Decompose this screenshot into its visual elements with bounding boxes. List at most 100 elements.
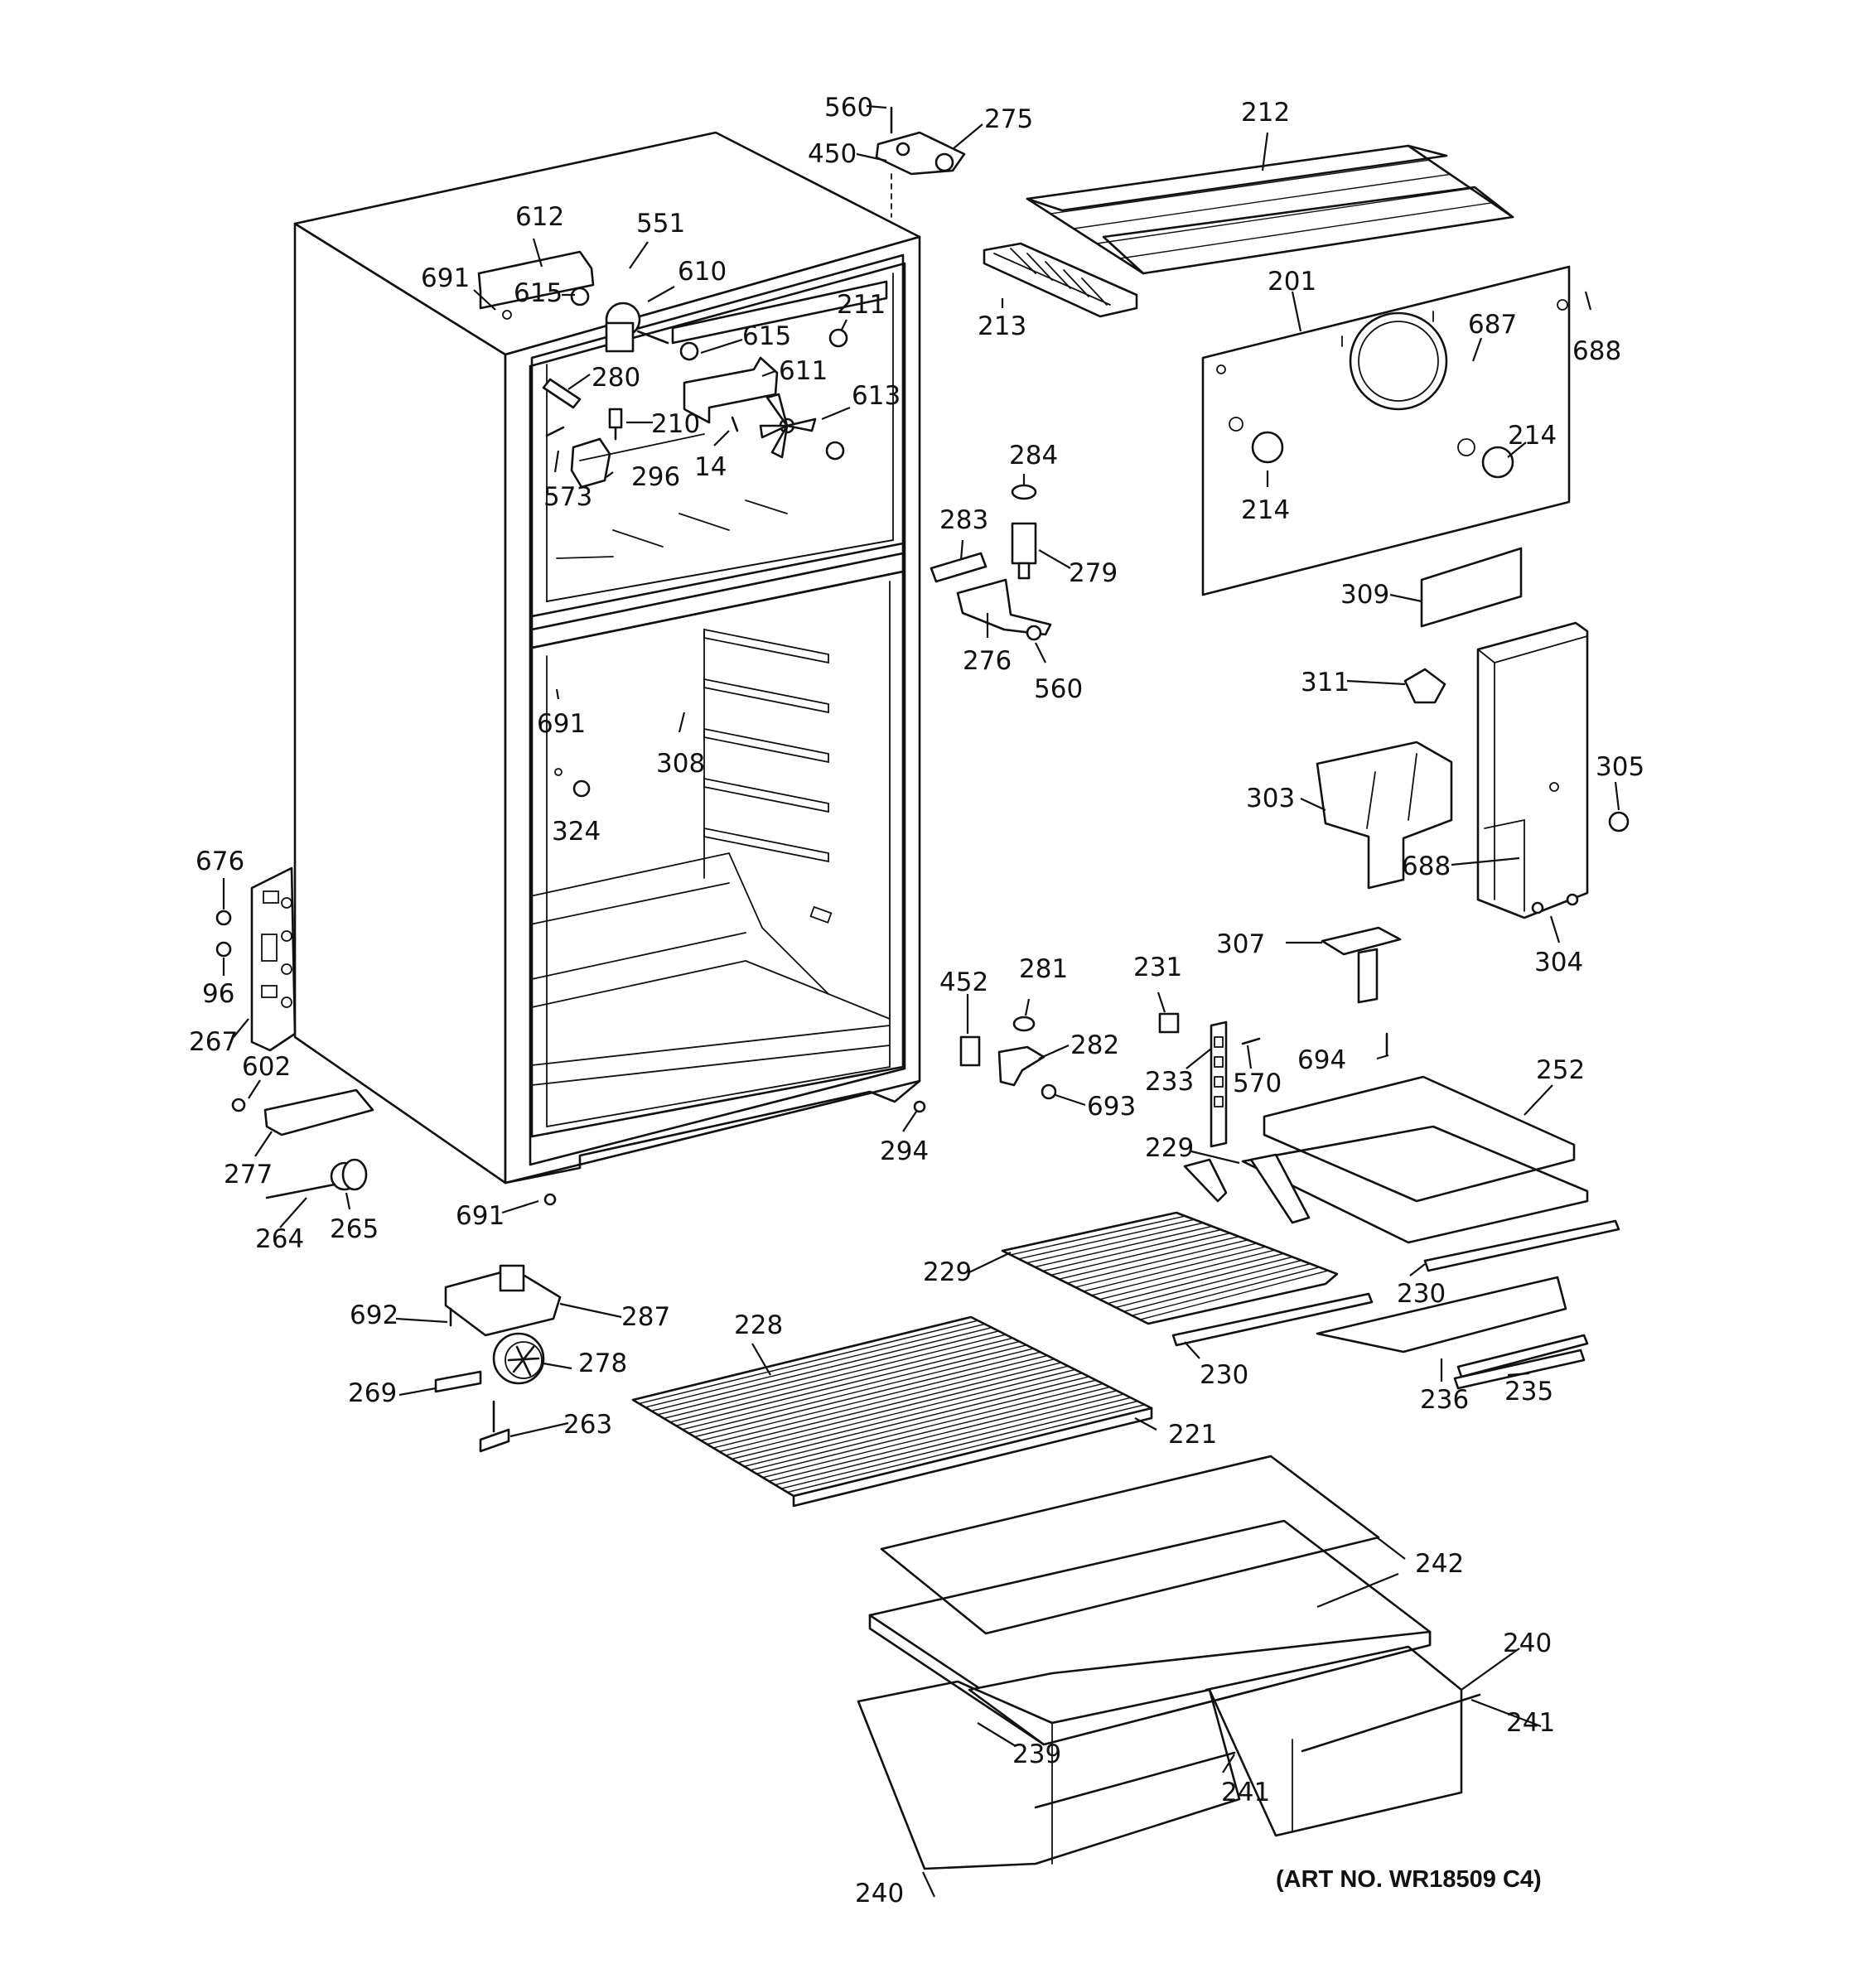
shelf-wire (1067, 1239, 1248, 1284)
clip-311 (1403, 668, 1446, 704)
shelf-rail-parts (1158, 1012, 1388, 1148)
shelf-wire (1091, 1249, 1275, 1296)
callout-228: 228 (734, 1310, 783, 1340)
damper-housing (1316, 741, 1453, 890)
callout-279: 279 (1069, 558, 1118, 588)
hinge-452-282 (913, 1016, 1057, 1113)
callout-676: 676 (196, 847, 244, 876)
callout-692: 692 (350, 1300, 398, 1330)
callout-612: 612 (515, 202, 564, 232)
callout-229-upper: 229 (1145, 1133, 1194, 1163)
callout-309: 309 (1340, 580, 1389, 610)
shelf-wire (1018, 1218, 1195, 1260)
callout-278: 278 (578, 1349, 627, 1378)
callout-265: 265 (330, 1214, 379, 1244)
shelf-wire (657, 1330, 999, 1416)
callout-450: 450 (808, 139, 857, 169)
callout-269: 269 (348, 1378, 397, 1408)
callout-212: 212 (1241, 98, 1290, 128)
shelf-wire (1107, 1256, 1293, 1305)
callout-570: 570 (1233, 1069, 1282, 1098)
callout-210: 210 (651, 409, 700, 439)
callout-452: 452 (939, 967, 988, 997)
cabinet (293, 131, 921, 1185)
shelf-wire (744, 1379, 1097, 1467)
callout-211: 211 (837, 290, 886, 320)
shelf-wire (651, 1327, 992, 1412)
shelf-wire (719, 1365, 1069, 1453)
callout-240-right: 240 (1503, 1629, 1552, 1658)
callout-560-top: 560 (824, 93, 873, 123)
callout-96: 96 (202, 979, 234, 1009)
callout-691-bottom: 691 (456, 1201, 505, 1231)
callout-236: 236 (1420, 1385, 1469, 1415)
freezer-wire-shelf (1026, 144, 1514, 275)
callout-687: 687 (1468, 310, 1517, 340)
glass-shelves-229 (1001, 1125, 1620, 1378)
shelf-wire (1083, 1246, 1266, 1292)
knob-305 (1608, 811, 1630, 832)
shelf-wire (639, 1320, 978, 1405)
callout-252: 252 (1536, 1055, 1585, 1085)
callout-280: 280 (592, 363, 640, 393)
callout-573: 573 (543, 482, 592, 512)
callout-240-left: 240 (855, 1879, 904, 1908)
shelf-wire (645, 1323, 985, 1408)
callout-214-left: 214 (1241, 495, 1290, 525)
callout-615-right: 615 (742, 321, 791, 351)
hinge-parts (930, 484, 1052, 641)
shelf-wire (676, 1340, 1020, 1426)
cover-plate (1420, 547, 1523, 628)
shelf-wire (1050, 1232, 1230, 1276)
callout-labels: 560 450 275 212 612 551 691 615 610 211 … (189, 93, 1644, 1908)
callout-235: 235 (1504, 1377, 1553, 1407)
callout-241-left: 241 (1221, 1778, 1270, 1807)
callout-691-mid: 691 (537, 709, 586, 739)
shelf-wire (775, 1397, 1132, 1486)
callout-231: 231 (1133, 953, 1182, 982)
callout-264: 264 (255, 1224, 304, 1254)
callout-281: 281 (1019, 954, 1068, 984)
shelf-wire (762, 1390, 1118, 1479)
shelf-wire (1140, 1270, 1329, 1320)
shelf-wire (732, 1373, 1083, 1460)
callout-294: 294 (880, 1136, 929, 1166)
shelf-wire (787, 1404, 1145, 1493)
callout-693: 693 (1087, 1092, 1136, 1122)
shelf-wire (1074, 1242, 1258, 1288)
callout-277: 277 (224, 1160, 273, 1189)
shelf-wire (780, 1400, 1138, 1489)
callout-230-lower: 230 (1200, 1360, 1248, 1390)
shelf-wire (756, 1386, 1110, 1474)
trim-235 (1453, 1349, 1586, 1390)
shelf-wire (694, 1351, 1041, 1438)
callout-201: 201 (1268, 267, 1316, 297)
callout-303: 303 (1246, 784, 1295, 813)
callout-242: 242 (1415, 1549, 1464, 1579)
callout-275: 275 (984, 104, 1033, 134)
shelf-wire (1073, 173, 1451, 229)
shelf-wire (712, 1362, 1062, 1449)
shelf-wire (1096, 187, 1471, 244)
shelf-wire (737, 1376, 1089, 1464)
callout-239: 239 (1012, 1740, 1061, 1769)
callout-551: 551 (636, 209, 685, 239)
callout-282: 282 (1070, 1030, 1119, 1060)
callout-305: 305 (1596, 752, 1644, 782)
callout-296: 296 (631, 462, 680, 492)
shelf-wire (1119, 202, 1492, 259)
callout-263: 263 (563, 1410, 612, 1440)
callout-229-lower: 229 (923, 1257, 972, 1287)
shelf-wire (1010, 1215, 1186, 1256)
shelf-wire (1099, 1252, 1284, 1300)
callout-602: 602 (242, 1052, 291, 1082)
main-wire-shelf (631, 1315, 1153, 1508)
shelf-wire (669, 1337, 1013, 1423)
air-duct (1476, 621, 1589, 919)
roller-assembly (434, 1264, 562, 1453)
shelf-wire (1042, 1228, 1222, 1272)
callout-308: 308 (656, 749, 705, 779)
callout-283: 283 (939, 505, 988, 535)
callout-287: 287 (621, 1302, 670, 1332)
